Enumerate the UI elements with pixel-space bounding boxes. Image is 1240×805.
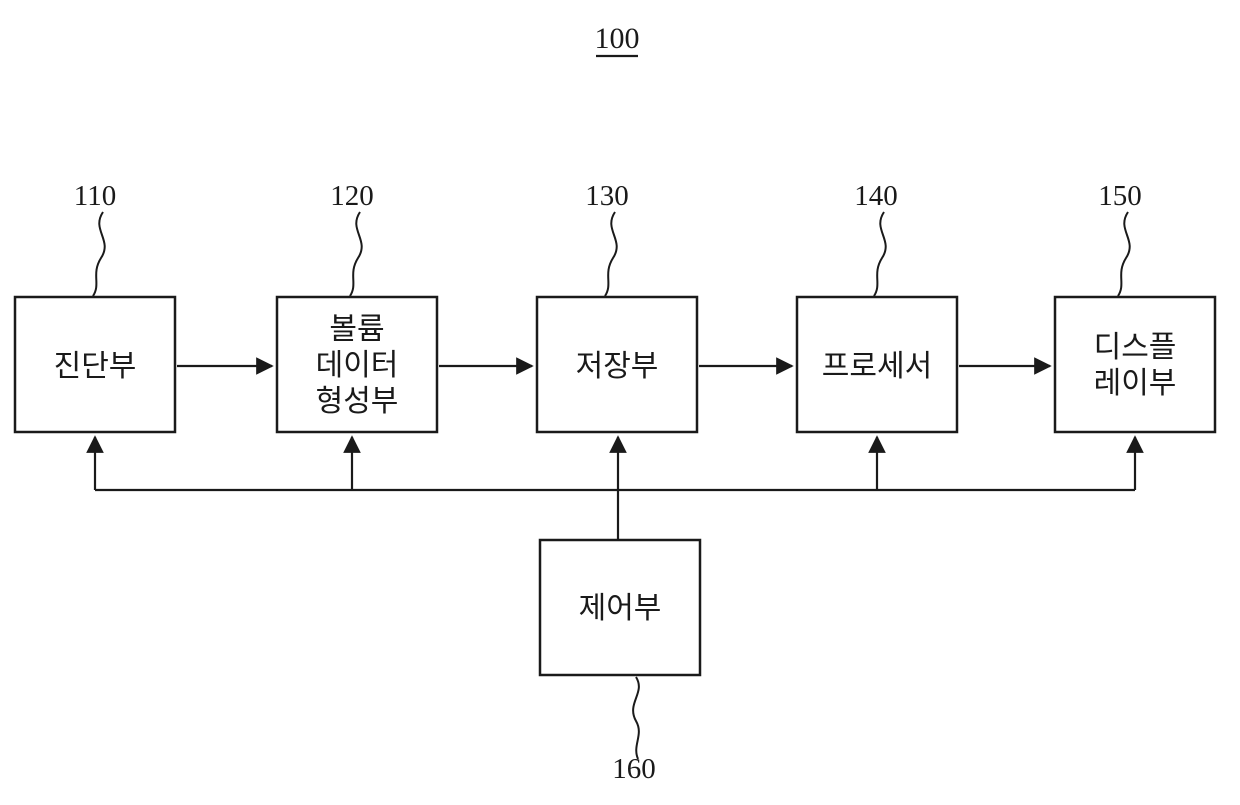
box-150-label-line2: 레이부	[1094, 367, 1177, 400]
figure-title: 100	[595, 22, 640, 55]
box-160-control-unit	[538, 538, 702, 677]
leader-110	[92, 211, 106, 297]
leader-130	[604, 211, 618, 297]
ref-150: 150	[1098, 180, 1142, 212]
box-120-label-line2: 데이터	[316, 349, 399, 382]
box-160-label: 제어부	[579, 592, 662, 625]
box-140-processor	[795, 295, 959, 434]
box-140-label: 프로세서	[822, 350, 932, 383]
box-130-storage-unit	[535, 295, 699, 434]
ref-140: 140	[854, 180, 898, 212]
ref-110: 110	[74, 180, 116, 212]
leader-120	[349, 211, 363, 297]
box-130-label: 저장부	[576, 350, 659, 383]
box-110-diagnosis-unit	[13, 295, 177, 434]
ref-130: 130	[585, 180, 629, 212]
leader-160	[632, 676, 640, 760]
leader-140	[873, 211, 887, 297]
box-110-label: 진단부	[54, 350, 137, 383]
ref-120: 120	[330, 180, 374, 212]
box-120-label-line3: 형성부	[316, 385, 399, 418]
leader-150	[1117, 211, 1131, 297]
box-150-label-line1: 디스플	[1094, 331, 1177, 364]
box-120-volume-data-unit	[275, 295, 439, 434]
box-150-display-unit	[1053, 295, 1217, 434]
box-120-label-line1: 볼륨	[329, 313, 384, 346]
ref-160: 160	[612, 753, 656, 785]
